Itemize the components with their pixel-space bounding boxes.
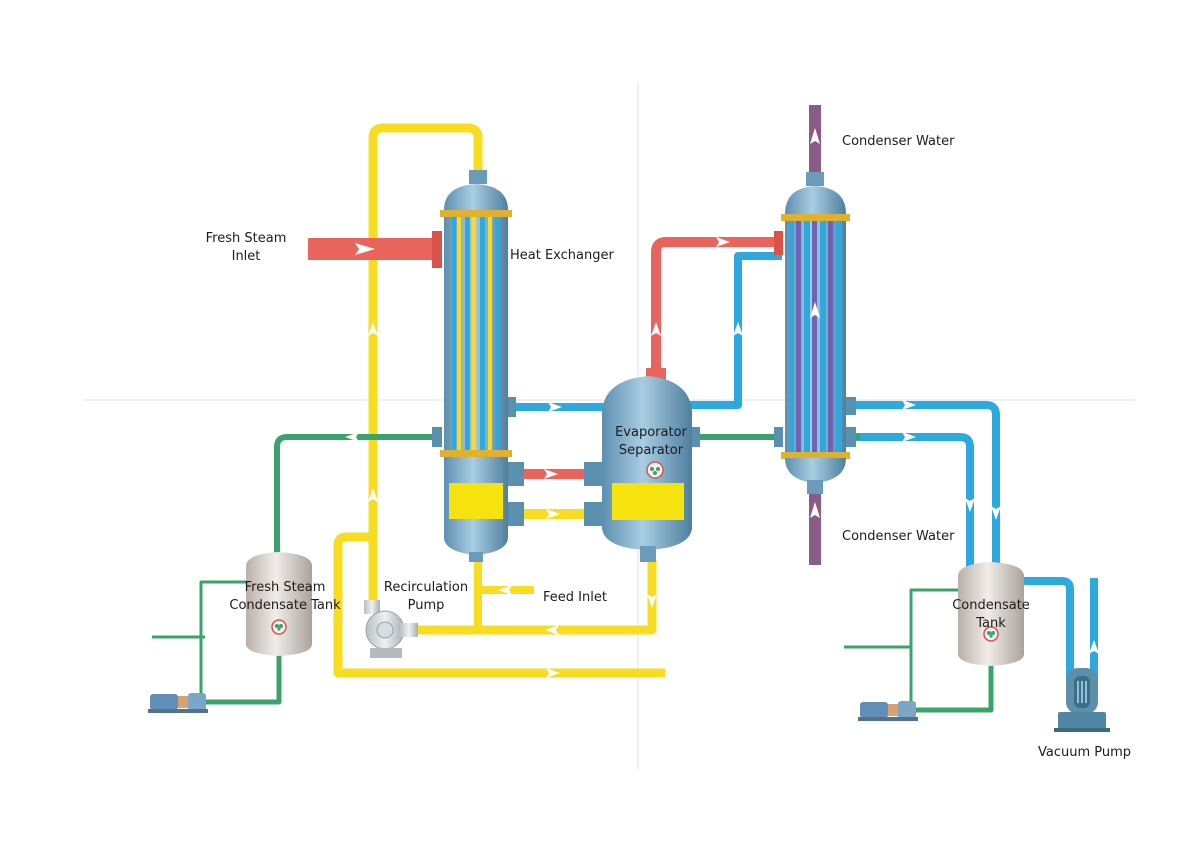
fresh-steam-inlet-line-1: Fresh Steam [205,231,287,246]
fresh-steam-inlet-label: Fresh Steam Inlet [196,230,296,266]
right-tank-drain [916,663,994,713]
condenser [774,172,856,494]
right-tank-recycle [909,588,958,705]
fresh-condensate-line-2: Condensate Tank [229,598,341,613]
condenser-water-bottom-label: Condenser Water [842,529,955,544]
condenser-outlet-pipe-1 [848,401,1000,570]
vacuum-line-pipe [1024,577,1074,690]
evaporator-label-line-1: Evaporator [615,425,687,440]
vacuum-pump-label: Vacuum Pump [1038,745,1132,760]
liquor-return-pipe [415,560,657,635]
evaporator-separator-label: Evaporator Separator [601,424,701,460]
condensate-tank [958,562,1024,666]
pump-icon [364,600,418,658]
heat-exchanger [432,170,524,562]
motor-pump-icon [148,693,208,713]
recirculation-pump-label: Recirculation Pump [376,579,476,615]
evaporator-label-line-2: Separator [618,443,684,458]
flow-arrow-icon [345,128,1099,678]
condenser-water-top-label: Condenser Water [842,134,955,149]
heat-exchanger-label: Heat Exchanger [510,248,614,263]
motor-pump-icon [858,701,918,721]
sight-glass-icon [983,626,999,642]
liquor-riser-pipe [368,123,483,612]
left-tank-recycle [199,580,246,696]
condensate-tank-line-1: Condensate [952,598,1030,613]
fresh-steam-inlet-line-2: Inlet [231,249,261,264]
fresh-steam-condensate-tank [246,552,312,656]
liquor-bypass-pipe [333,532,665,678]
condenser-outlet-pipe-2 [848,433,974,570]
sight-glass-icon [646,461,664,479]
fresh-condensate-line-1: Fresh Steam [244,580,326,595]
vacuum-pump-icon [1054,668,1110,732]
recirc-line-1: Recirculation [383,580,469,595]
condensate-line-left [274,434,440,556]
fresh-steam-condensate-tank-label: Fresh Steam Condensate Tank [222,579,348,615]
evaporator-separator [584,368,700,562]
condensate-tank-label: Condensate Tank [941,597,1041,633]
left-tank-drain [206,655,282,705]
feed-inlet-label: Feed Inlet [543,590,607,605]
vapor-pipe [651,237,782,375]
recirc-line-2: Pump [407,598,445,613]
sight-glass-icon [271,619,287,635]
condensate-tank-line-2: Tank [976,616,1006,631]
feed-inlet-pipe [474,586,534,630]
